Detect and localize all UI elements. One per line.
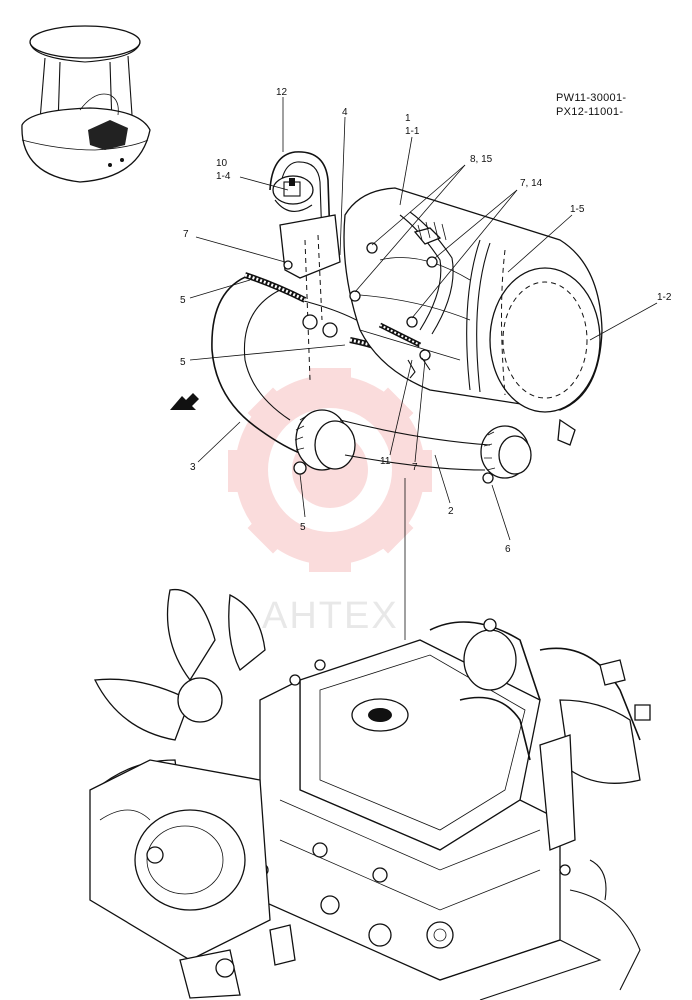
watermark-text: АНТЕХ: [262, 595, 399, 637]
intake-pipe-clamp: [480, 425, 532, 484]
callout-1-2: 1-2: [657, 292, 672, 303]
serial-number-2: PX12-11001-: [556, 106, 624, 118]
callout-12: 12: [276, 87, 288, 98]
callout-1-1: 1-1: [405, 126, 420, 137]
callout-7-upper: 7: [183, 229, 189, 240]
serial-number-1: PW11-30001-: [556, 92, 627, 104]
engine-assembly: [89, 588, 651, 1000]
leader-lines: [189, 97, 658, 541]
callout-10: 10: [216, 158, 228, 169]
callout-7-lower: 7: [412, 462, 418, 473]
element-band: [466, 239, 506, 396]
callout-1: 1: [405, 113, 411, 124]
bracket: [279, 214, 341, 381]
front-direction-arrow-icon: [170, 393, 199, 410]
dust-indicator: [272, 175, 314, 212]
callout-4: 4: [342, 107, 348, 118]
outlet-pipe: [293, 409, 356, 475]
callout-3: 3: [190, 462, 196, 473]
callout-7-14: 7, 14: [520, 178, 543, 189]
breather-hose: [269, 151, 331, 241]
callout-1-4: 1-4: [216, 171, 231, 182]
callout-6: 6: [505, 544, 511, 555]
air-cleaner-cover: [489, 267, 601, 446]
hose-clamp-upper: [244, 272, 318, 330]
machine-overview-icon: [21, 25, 151, 183]
callout-5-middle: 5: [180, 357, 186, 368]
callout-8-15: 8, 15: [470, 154, 493, 165]
callout-1-5: 1-5: [570, 204, 585, 215]
watermark-logo: [228, 368, 432, 572]
callout-5-upper: 5: [180, 295, 186, 306]
callout-2: 2: [448, 506, 454, 517]
callout-5-lower: 5: [300, 522, 306, 533]
callout-11: 11: [380, 456, 391, 467]
